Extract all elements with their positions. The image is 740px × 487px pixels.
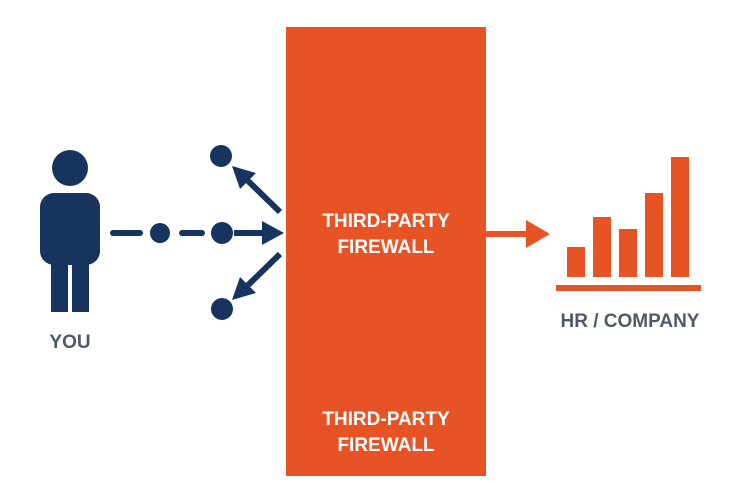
arrow-down-left-head	[232, 277, 256, 300]
firewall-to-company-arrow	[486, 220, 550, 248]
firewall-label-primary-line2: FIREWALL	[337, 237, 435, 258]
firewall-label-secondary-line1: THIRD-PARTY	[322, 409, 450, 430]
person-icon	[40, 150, 100, 312]
person-left-leg	[51, 250, 68, 312]
chart-icon-bar	[567, 247, 585, 277]
person-head	[52, 150, 88, 186]
person-torso	[40, 193, 100, 265]
user-connection-line	[110, 223, 205, 243]
chart-baseline	[556, 285, 701, 291]
chart-icon	[556, 157, 701, 291]
arrow-up-left-line	[242, 175, 283, 215]
connection-node	[150, 223, 170, 243]
deflection-arrows	[232, 166, 284, 300]
arrow-up-left-head	[232, 166, 256, 189]
user-label: YOU	[49, 332, 91, 353]
chart-icon-bar	[619, 229, 637, 277]
chart-icon-bar	[593, 217, 611, 277]
firewall-label-primary-line1: THIRD-PARTY	[322, 211, 450, 232]
chart-icon-bar	[645, 193, 663, 277]
deflect-node-top	[210, 145, 232, 167]
deflect-node-middle	[211, 222, 233, 244]
deflect-node-bottom	[211, 298, 233, 320]
firewall-label-secondary-line2: FIREWALL	[337, 435, 435, 456]
firewall-label-secondary: THIRD-PARTY FIREWALL	[286, 407, 486, 459]
arrow-down-left-line	[242, 251, 283, 291]
company-label: HR / COMPANY	[560, 311, 700, 332]
person-right-leg	[72, 250, 89, 312]
orange-arrow-head	[526, 220, 550, 248]
chart-icon-bar	[671, 157, 689, 277]
arrow-right-head	[262, 221, 284, 245]
firewall-label-primary: THIRD-PARTY FIREWALL	[286, 209, 486, 261]
firewall-block: THIRD-PARTY FIREWALL THIRD-PARTY FIREWAL…	[286, 27, 486, 476]
